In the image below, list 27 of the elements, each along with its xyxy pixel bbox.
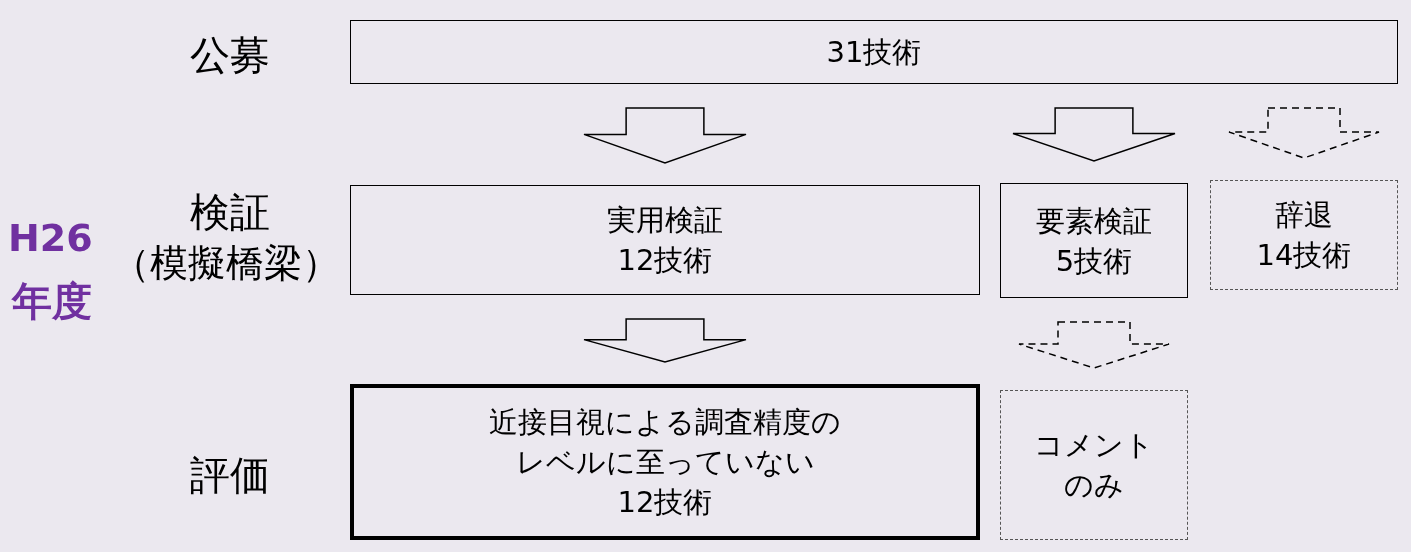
box-text: コメントのみ <box>1033 427 1155 504</box>
box-text: 辞退 <box>1275 197 1333 234</box>
row-label: 年度 <box>12 277 92 326</box>
box-text: 14技術 <box>1256 237 1352 274</box>
block-arrow <box>1018 321 1170 369</box>
block-arrow <box>1012 107 1176 162</box>
block-arrow <box>1228 107 1380 159</box>
box-text: 12技術 <box>617 484 713 521</box>
process-box <box>1000 390 1188 540</box>
box-text: 12技術 <box>617 242 713 279</box>
box-text: 5技術 <box>1055 242 1133 280</box>
block-arrow <box>583 318 747 363</box>
box-text: 近接目視による調査精度のレベルに至っていない <box>488 404 842 481</box>
process-box <box>1210 180 1398 290</box>
box-text: 要素検証 <box>1036 202 1152 240</box>
row-label: 検証 <box>190 188 270 237</box>
process-box <box>350 185 980 295</box>
row-label: H26 <box>8 216 93 260</box>
row-label: （模擬橋梁） <box>112 240 340 287</box>
row-label: 公募 <box>190 31 270 80</box>
process-box <box>350 384 980 540</box>
block-arrow <box>583 107 747 164</box>
process-box <box>1000 183 1188 298</box>
row-label: 評価 <box>190 451 270 500</box>
process-box <box>350 20 1398 84</box>
box-text: 31技術 <box>826 34 922 71</box>
box-text: 実用検証 <box>607 202 723 239</box>
